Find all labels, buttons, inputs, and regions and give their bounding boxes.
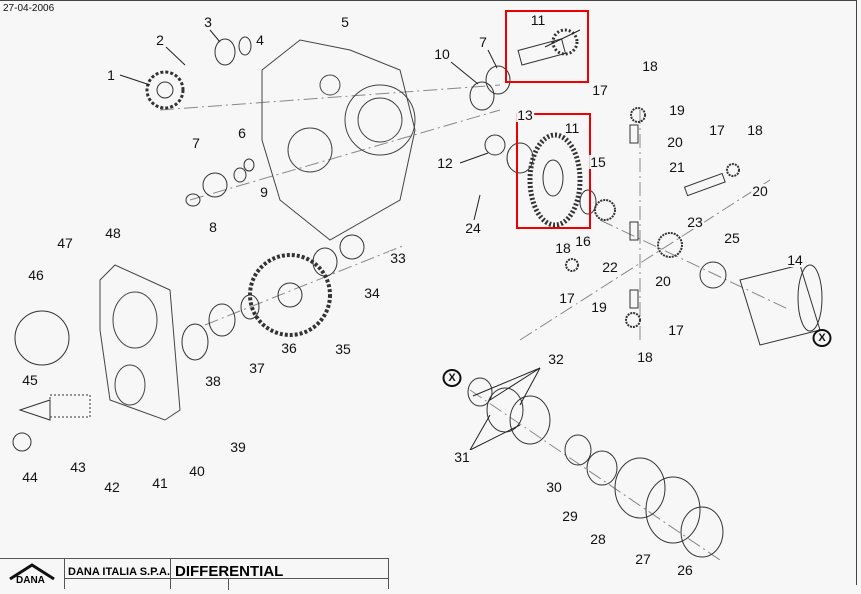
drawing-title: DIFFERENTIAL: [175, 563, 284, 580]
callout-number: 12: [436, 155, 454, 171]
callout-number: 10: [433, 46, 451, 62]
callout-number: 16: [574, 233, 592, 249]
callout-number: 7: [191, 135, 201, 151]
callout-number: 20: [654, 273, 672, 289]
divider: [170, 559, 171, 589]
callout-number: 32: [547, 351, 565, 367]
callout-number: 31: [453, 449, 471, 465]
divider: [64, 578, 388, 579]
callout-number: 41: [151, 475, 169, 491]
title-block: DANA DANA ITALIA S.P.A. DIFFERENTIAL: [0, 558, 389, 590]
callout-number: 42: [103, 479, 121, 495]
callout-number: 28: [589, 531, 607, 547]
callout-number: 39: [229, 439, 247, 455]
oring-46: [14, 310, 70, 366]
cover-part: [99, 264, 181, 421]
callout-number: 26: [676, 562, 694, 578]
callout-number: 1: [106, 67, 116, 83]
highlight-box-ring-gear: [516, 113, 591, 229]
callout-number: 22: [601, 259, 619, 275]
callout-number: 17: [708, 122, 726, 138]
callout-number: 19: [668, 102, 686, 118]
callout-number: 11: [563, 120, 581, 136]
drawing-date: 27-04-2006: [3, 3, 55, 14]
callout-number: 17: [558, 290, 576, 306]
divider: [228, 578, 229, 590]
callout-number: 3: [203, 14, 213, 30]
axis-lines: [159, 84, 791, 561]
callout-number: 44: [21, 469, 39, 485]
x-mark-symbol: X: [442, 369, 462, 387]
callout-number: 20: [666, 134, 684, 150]
callout-number: 5: [340, 14, 350, 30]
callout-number: 45: [21, 372, 39, 388]
callout-number: 36: [280, 340, 298, 356]
callout-number: 18: [641, 58, 659, 74]
callout-number: 25: [723, 230, 741, 246]
callout-number: 29: [561, 508, 579, 524]
leader-lines: [119, 29, 581, 451]
callout-number: 17: [591, 82, 609, 98]
callout-number: 2: [155, 32, 165, 48]
plug-44: [12, 432, 32, 452]
callout-number: 30: [545, 479, 563, 495]
highlight-box-pinion: [505, 10, 589, 83]
callout-number: 8: [208, 219, 218, 235]
logo-roof-icon: [9, 563, 55, 581]
callout-number: 18: [746, 122, 764, 138]
x-mark-symbol: X: [812, 329, 832, 347]
callout-number: 6: [237, 125, 247, 141]
pins: [629, 124, 726, 309]
callout-number: 21: [668, 159, 686, 175]
ring-gear-part-11: [527, 132, 583, 228]
callout-number: 38: [204, 373, 222, 389]
callout-number: 33: [389, 250, 407, 266]
callout-number: 40: [188, 463, 206, 479]
callout-number: 9: [259, 184, 269, 200]
callout-number: 4: [255, 32, 265, 48]
callout-number: 18: [554, 240, 572, 256]
bearing-rings: [181, 36, 727, 558]
callout-number: 17: [667, 322, 685, 338]
small-gears: [565, 107, 740, 328]
callout-number: 35: [334, 341, 352, 357]
callout-number: 19: [590, 299, 608, 315]
shaft-part-45: [18, 394, 91, 421]
callout-number: 34: [363, 285, 381, 301]
callout-number: 15: [589, 154, 607, 170]
callout-number: 11: [529, 12, 547, 28]
gear-part-1: [145, 70, 185, 110]
callout-number: 43: [69, 459, 87, 475]
callout-number: 14: [786, 252, 804, 268]
callout-number: 27: [634, 551, 652, 567]
callout-number: 47: [56, 235, 74, 251]
gear-part-35: [248, 253, 332, 337]
callout-number: 24: [464, 220, 482, 236]
sleeve-part-14: [739, 264, 823, 346]
housing-part: [261, 39, 416, 241]
callout-number: 37: [248, 360, 266, 376]
callout-number: 23: [686, 214, 704, 230]
pinion-part-11: [517, 28, 579, 66]
callout-number: 48: [104, 225, 122, 241]
callout-number: 13: [516, 107, 534, 123]
dana-logo: DANA: [0, 559, 65, 589]
logo-text: DANA: [16, 575, 45, 586]
company-name: DANA ITALIA S.P.A.: [68, 566, 171, 578]
callout-number: 18: [636, 349, 654, 365]
callout-number: 7: [478, 34, 488, 50]
callout-number: 20: [751, 183, 769, 199]
callout-number: 46: [27, 267, 45, 283]
